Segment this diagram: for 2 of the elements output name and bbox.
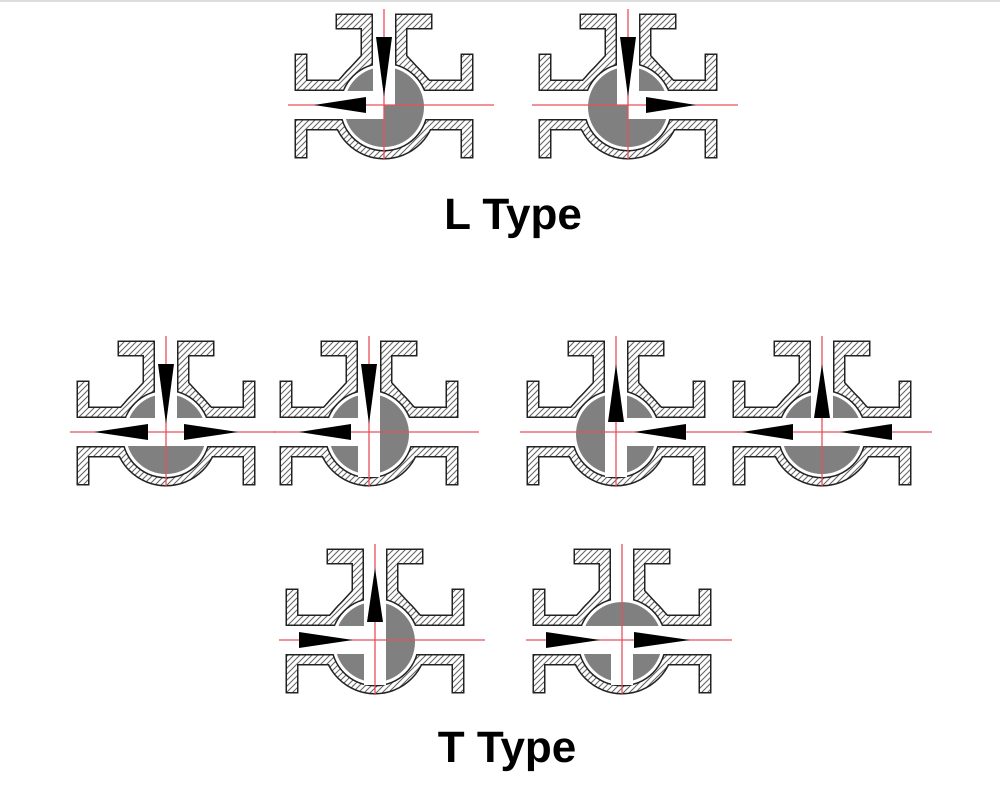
type-heading: T Type — [438, 723, 576, 773]
type-heading: L Type — [444, 190, 582, 240]
